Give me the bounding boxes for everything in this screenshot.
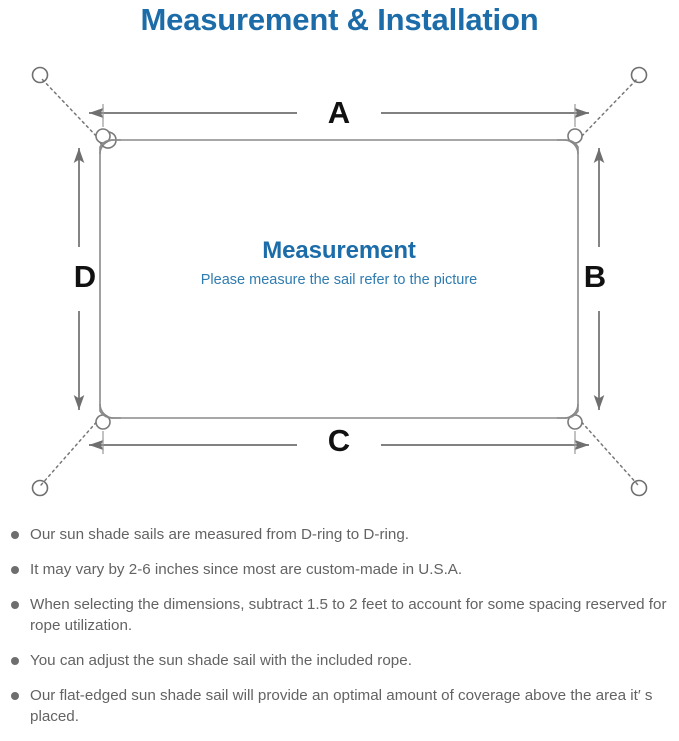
sail-outline: [99, 139, 579, 419]
rope-lines: [40, 77, 639, 486]
dimension-label-a: A: [327, 95, 351, 130]
dimension-label-b: B: [583, 259, 607, 294]
anchor-ring-top-left: [31, 66, 49, 84]
anchor-ring-bottom-left: [31, 479, 49, 497]
note-text: Our sun shade sails are measured from D-…: [30, 526, 409, 543]
bullet-icon: [11, 657, 19, 665]
diagram-graphic: [31, 66, 648, 497]
dimension-label-d: D: [73, 259, 97, 294]
list-item: It may vary by 2-6 inches since most are…: [0, 559, 679, 580]
list-item: Our flat-edged sun shade sail will provi…: [0, 685, 679, 727]
rope-top-left: [40, 77, 101, 141]
dimension-lines: [73, 107, 605, 451]
list-item: When selecting the dimensions, subtract …: [0, 594, 679, 636]
corner-d-rings: [95, 128, 583, 430]
anchor-ring-top-right: [630, 66, 648, 84]
bullet-icon: [11, 692, 19, 700]
rope-bottom-right: [577, 417, 639, 486]
list-item: You can adjust the sun shade sail with t…: [0, 650, 679, 671]
sail-measurement-diagram: A B C D Measurement Please measure the s…: [0, 44, 679, 522]
bullet-icon: [11, 531, 19, 539]
extension-ticks: [102, 104, 576, 454]
rope-top-right: [577, 77, 639, 141]
rope-bottom-left: [40, 417, 101, 486]
bullet-icon: [11, 601, 19, 609]
dimension-label-c: C: [327, 423, 351, 458]
note-text: When selecting the dimensions, subtract …: [30, 596, 667, 634]
note-text: It may vary by 2-6 inches since most are…: [30, 561, 463, 578]
measurement-subtitle: Please measure the sail refer to the pic…: [200, 272, 478, 288]
page-title: Measurement & Installation: [140, 2, 539, 37]
note-text: You can adjust the sun shade sail with t…: [30, 652, 412, 669]
list-item: Our sun shade sails are measured from D-…: [0, 524, 679, 545]
bullet-icon: [11, 566, 19, 574]
measurement-center-block: Measurement Please measure the sail refe…: [100, 236, 578, 290]
note-text: Our flat-edged sun shade sail will provi…: [30, 687, 653, 725]
measurement-heading: Measurement: [262, 237, 416, 264]
notes-list: Our sun shade sails are measured from D-…: [0, 524, 679, 741]
anchor-rings: [31, 66, 648, 497]
anchor-ring-bottom-right: [630, 479, 648, 497]
